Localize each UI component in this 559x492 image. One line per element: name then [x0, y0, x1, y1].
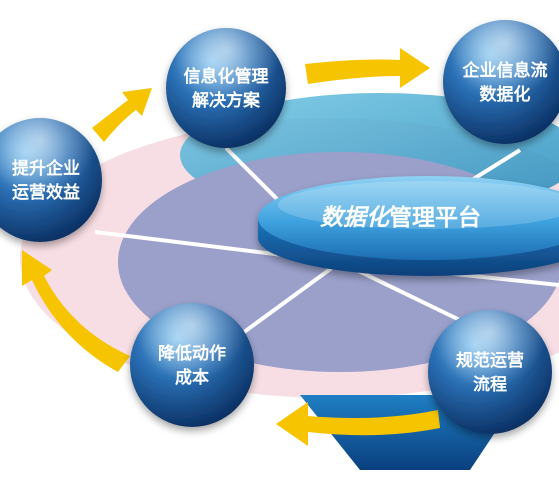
arrow-cost-to-benefit [22, 250, 130, 372]
node-benefit: 提升企业 运营效益 [0, 118, 102, 242]
node-cost-line2: 成本 [175, 367, 209, 388]
node-benefit-line2: 运营效益 [12, 182, 80, 203]
node-info: 信息化管理 解决方案 [166, 28, 286, 148]
arrow-benefit-to-info [92, 88, 152, 142]
hub-title: 数据化管理平台 [320, 204, 481, 231]
node-cost: 降低动作 成本 [130, 303, 254, 427]
node-info-line1: 信息化管理 [184, 66, 269, 87]
node-enterprise-line1: 企业信息流 [462, 60, 548, 81]
node-process-line1: 规范运营 [456, 350, 524, 371]
hub-platform [258, 176, 559, 276]
node-enterprise-line2: 数据化 [480, 84, 531, 105]
node-process-line2: 流程 [473, 374, 507, 395]
arrow-info-to-enterprise [305, 48, 430, 88]
node-enterprise: 企业信息流 数据化 [443, 20, 559, 144]
flow-arrows [22, 48, 440, 446]
node-benefit-line1: 提升企业 [12, 158, 80, 179]
arrow-process-to-cost [276, 402, 440, 446]
node-process: 规范运营 流程 [428, 310, 552, 434]
node-info-line2: 解决方案 [192, 90, 261, 111]
node-cost-line1: 降低动作 [158, 343, 226, 364]
